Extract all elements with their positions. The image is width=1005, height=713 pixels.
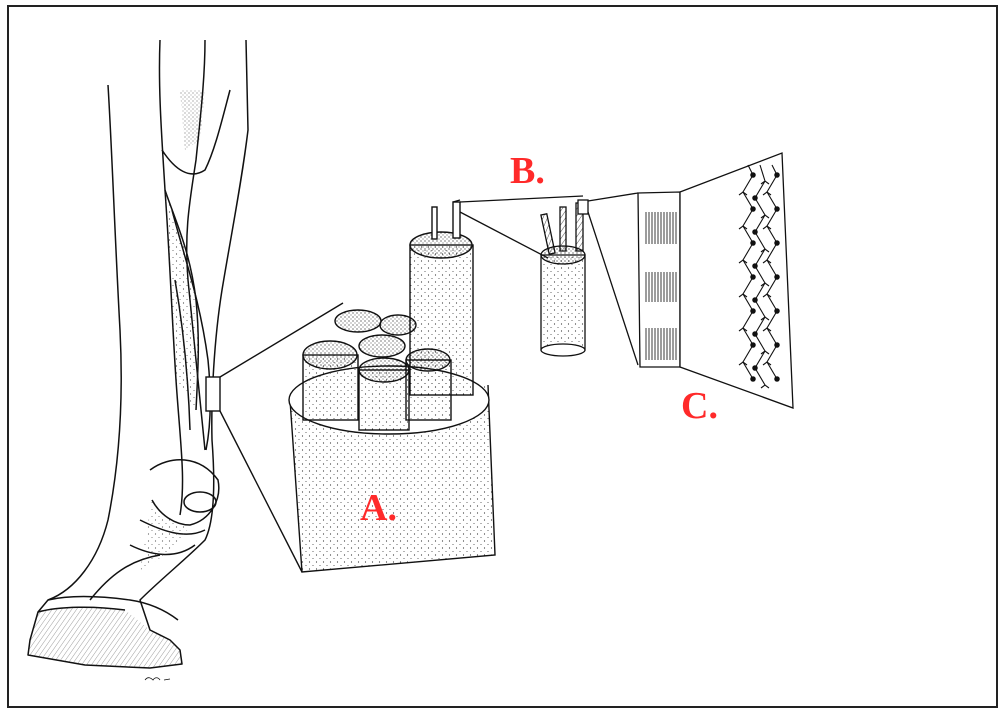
molecule-node <box>753 230 757 234</box>
artist-signature <box>145 678 170 680</box>
horse-leg-illustration <box>28 40 248 668</box>
molecule-node <box>775 207 779 211</box>
molecule-node <box>753 264 757 268</box>
fascicle-illustration <box>541 200 588 356</box>
molecule-node <box>753 196 757 200</box>
molecule-node <box>753 366 757 370</box>
molecule-node <box>775 275 779 279</box>
label-c: C. <box>681 387 718 425</box>
molecule-node <box>751 377 755 381</box>
molecule-node <box>753 298 757 302</box>
molecule-node <box>751 241 755 245</box>
molecule-node <box>775 343 779 347</box>
label-a: A. <box>360 489 397 527</box>
label-b: B. <box>510 152 545 190</box>
molecule-node <box>751 207 755 211</box>
molecule-node <box>775 377 779 381</box>
molecule-node <box>775 241 779 245</box>
molecule-node <box>751 275 755 279</box>
molecule-node <box>751 343 755 347</box>
fibril-illustration <box>638 153 793 408</box>
molecule-node <box>751 309 755 313</box>
molecule-node <box>753 332 757 336</box>
molecule-node <box>775 309 779 313</box>
molecule-node <box>751 173 755 177</box>
molecule-node <box>775 173 779 177</box>
